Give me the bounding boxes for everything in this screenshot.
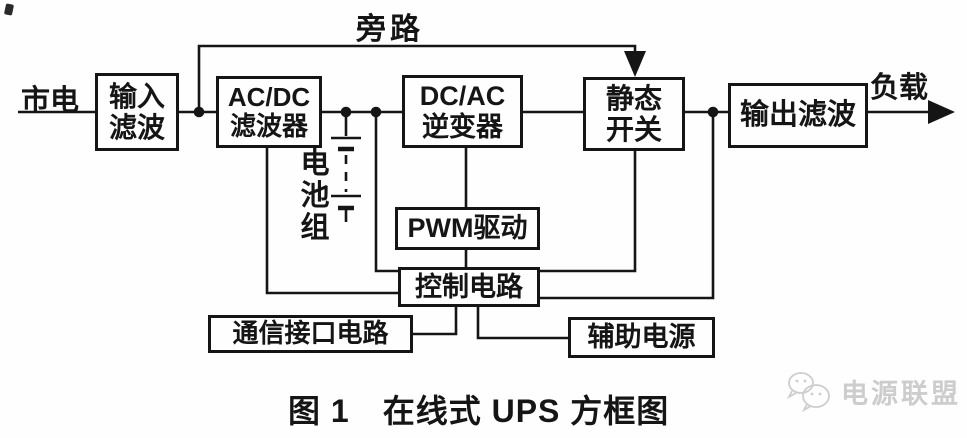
junction-dot-battery [340,106,352,118]
block-aux-power: 辅助电源 [568,317,715,358]
connector-control-aux [476,307,568,340]
watermark: 电源联盟 [783,368,961,414]
block-output-filter-label: 输出滤波 [739,99,856,132]
block-comm-interface: 通信接口电路 [208,315,413,353]
block-output-filter: 输出滤波 [728,83,868,148]
bypass-line [197,44,637,112]
block-control-circuit-label: 控制电路 [415,271,523,302]
figure-caption: 图 1 在线式 UPS 方框图 [288,393,670,429]
block-pwm-drive: PWM驱动 [395,207,540,250]
bypass-label: 旁路 [356,13,424,46]
block-dcac-inverter-line2: 逆变器 [422,111,503,142]
connector-battery-bus-control [374,117,398,273]
block-dcac-inverter: DC/AC 逆变器 [402,75,523,148]
block-acdc-filter-line2: 滤波器 [229,111,308,141]
load-arrowhead-icon [928,100,955,124]
wechat-logo-icon [786,372,830,413]
block-aux-power-label: 辅助电源 [587,322,696,353]
connector-acdc-control [265,148,398,295]
block-input-filter-line1: 输入 [108,80,165,112]
block-dcac-inverter-line1: DC/AC [419,81,506,112]
connector-control-comm [413,307,458,336]
connector-output-tap-control [540,117,715,300]
block-input-filter-line2: 滤波 [108,112,165,143]
load-label: 负载 [870,72,929,104]
block-pwm-drive-label: PWM驱动 [407,213,528,244]
block-acdc-filter-line1: AC/DC [227,81,311,112]
block-static-switch-line1: 静态 [605,82,662,114]
bypass-arrowhead-icon [624,51,646,77]
watermark-text: 电源联盟 [841,378,961,409]
junction-dot-bus [370,106,382,118]
junction-dot-input [193,106,205,118]
mains-label: 市电 [21,85,80,117]
block-control-circuit: 控制电路 [398,267,540,307]
battery-group-label: 电池组 [300,148,330,244]
connector-static-control [540,151,637,273]
block-static-switch-line2: 开关 [605,114,662,145]
block-comm-interface-label: 通信接口电路 [232,318,389,349]
block-acdc-filter: AC/DC 滤波器 [216,76,322,148]
block-static-switch: 静态 开关 [583,77,685,151]
block-input-filter: 输入 滤波 [95,73,179,151]
junction-dot-output [707,106,719,118]
